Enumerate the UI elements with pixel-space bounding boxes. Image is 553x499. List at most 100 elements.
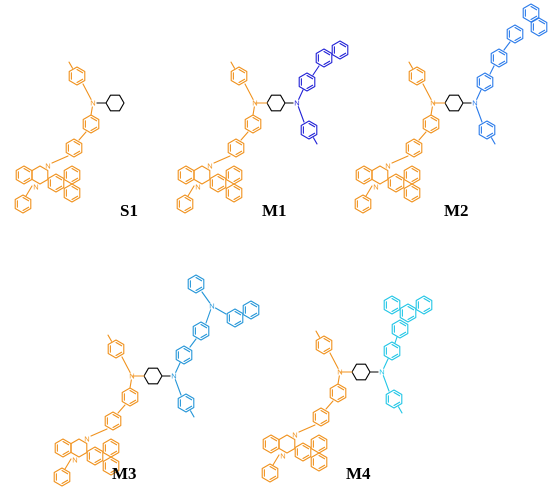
- atom-mask: [206, 162, 214, 170]
- bond: [240, 131, 249, 141]
- double-bond: [363, 167, 371, 173]
- double-bond: [337, 385, 345, 391]
- label-m2: M2: [444, 201, 469, 220]
- double-bond: [399, 321, 407, 327]
- double-bond: [498, 50, 506, 56]
- nitrogen-atom: N: [385, 162, 390, 171]
- double-bond: [362, 196, 370, 202]
- pyrazine-ring: [193, 165, 211, 185]
- cyclohexane-ring: [143, 367, 163, 385]
- double-bond: [61, 469, 69, 475]
- phenyl-ring: [65, 138, 83, 158]
- atom-mask: [71, 456, 79, 464]
- double-bond: [238, 78, 246, 84]
- double-bond: [486, 132, 494, 138]
- methyl-bond: [230, 61, 236, 69]
- double-bond: [22, 196, 30, 202]
- methyl-bond: [68, 61, 74, 69]
- double-bond: [252, 116, 260, 122]
- double-bond: [184, 206, 192, 212]
- double-bond: [484, 74, 492, 80]
- phenyl-ring: [422, 114, 440, 134]
- tolyl-ring: [478, 120, 496, 140]
- double-bond: [308, 132, 316, 138]
- double-bond: [337, 395, 345, 401]
- tolyl-ring: [300, 120, 318, 140]
- double-bond: [318, 446, 326, 452]
- tolyl-ring: [385, 389, 403, 409]
- double-bond: [411, 185, 419, 191]
- methyl-bond: [312, 137, 318, 145]
- phenyl-ring: [227, 138, 245, 158]
- double-bond: [195, 276, 203, 282]
- nitrogen-atom: N: [33, 183, 38, 192]
- double-bond: [76, 78, 84, 84]
- double-bond: [94, 458, 102, 464]
- double-bond: [423, 307, 431, 313]
- nitrogen-atom: N: [373, 183, 378, 192]
- phenyl-ring: [121, 387, 139, 407]
- double-bond: [110, 468, 118, 474]
- nitrogen-atom: N: [207, 162, 212, 171]
- tolyl-ring: [408, 66, 426, 86]
- double-bond: [233, 195, 241, 201]
- phenyl-ring: [312, 407, 330, 427]
- double-bond: [530, 5, 538, 11]
- double-bond: [129, 389, 137, 395]
- double-bond: [486, 122, 494, 128]
- double-bond: [339, 52, 347, 58]
- bond: [64, 458, 72, 470]
- cyclohexane-ring: [266, 94, 286, 112]
- atom-mask: [194, 183, 202, 191]
- double-bond: [233, 177, 241, 183]
- double-bond: [323, 337, 331, 343]
- double-bond: [129, 399, 137, 405]
- double-bond: [185, 177, 193, 183]
- double-bond: [416, 78, 424, 84]
- tolyl-ring: [107, 339, 125, 359]
- double-bond: [339, 42, 347, 48]
- double-bond: [391, 353, 399, 359]
- double-bond: [411, 177, 419, 183]
- tolyl-ring: [315, 335, 333, 355]
- label-m3: M3: [112, 464, 137, 483]
- double-bond: [391, 343, 399, 349]
- double-bond: [71, 167, 79, 173]
- double-bond: [320, 409, 328, 415]
- phenyl-ring: [244, 114, 262, 134]
- n-phenyl-ring: [53, 467, 71, 487]
- cyclohexyl-ring: [105, 94, 125, 112]
- double-bond: [430, 116, 438, 122]
- double-bond: [514, 36, 522, 42]
- double-bond: [393, 391, 401, 397]
- double-bond: [318, 464, 326, 470]
- double-bond: [76, 68, 84, 74]
- double-bond: [411, 167, 419, 173]
- double-bond: [90, 116, 98, 122]
- double-bond: [323, 347, 331, 353]
- double-bond: [217, 185, 225, 191]
- label-m1: M1: [262, 201, 287, 220]
- atom-mask: [471, 99, 479, 107]
- double-bond: [73, 140, 81, 146]
- double-bond: [413, 140, 421, 146]
- bond: [187, 185, 195, 197]
- bond: [272, 454, 280, 466]
- double-bond: [323, 50, 331, 56]
- naphthyl-ring: [242, 300, 260, 320]
- double-bond: [22, 206, 30, 212]
- atom-mask: [279, 452, 287, 460]
- double-bond: [308, 122, 316, 128]
- phenanthrene-ring: [383, 295, 401, 315]
- double-bond: [200, 323, 208, 329]
- n-phenyl-ring: [14, 194, 32, 214]
- double-bond: [323, 60, 331, 66]
- atom-mask: [384, 162, 392, 170]
- double-bond: [302, 444, 310, 450]
- atom-mask: [32, 183, 40, 191]
